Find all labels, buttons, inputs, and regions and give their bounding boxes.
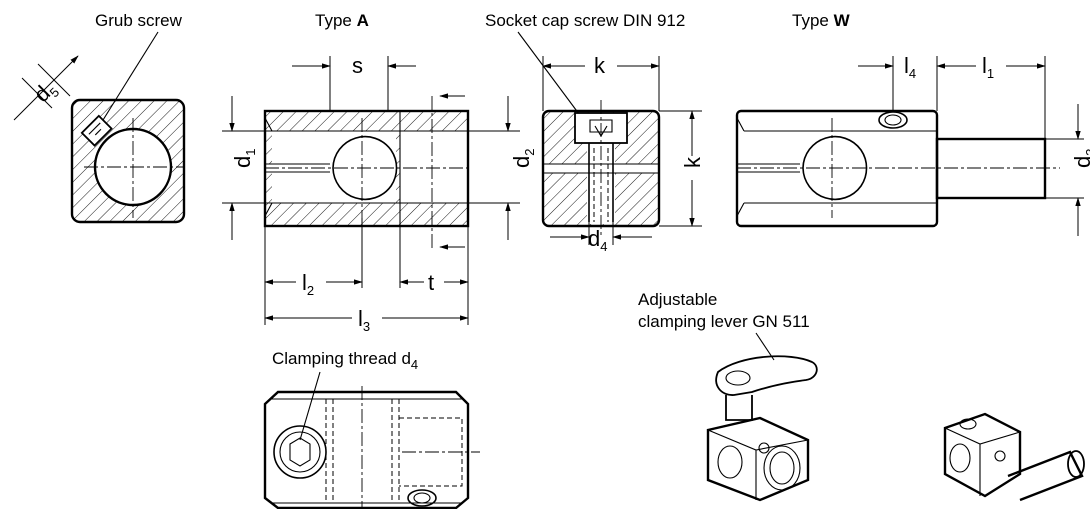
lever-leader xyxy=(755,332,775,361)
s-label: s xyxy=(352,53,363,78)
d5-dim-line xyxy=(13,55,79,121)
l4-label: l4 xyxy=(904,53,916,81)
clamping-thread-leader xyxy=(299,371,321,441)
type-a-label: Type A xyxy=(315,11,369,30)
l2-label: l2 xyxy=(302,270,314,298)
adjustable-label-line1: Adjustable xyxy=(638,290,717,309)
iso-sketch-type-w xyxy=(943,412,1085,502)
type-a-section-view xyxy=(263,96,470,248)
socket-cap-screw-label: Socket cap screw DIN 912 xyxy=(485,11,685,30)
k-top-label: k xyxy=(594,53,606,78)
iso-sketch-with-lever xyxy=(706,355,818,502)
socket-screw-section-view xyxy=(541,100,661,236)
grub-screw-shape xyxy=(80,114,113,147)
d1-label: d1 xyxy=(230,149,258,168)
d3-label: d3 xyxy=(1070,149,1090,168)
socket-cap-screw-leader xyxy=(517,31,586,123)
clamping-thread-label: Clamping thread d4 xyxy=(272,349,418,372)
d2-label: d2 xyxy=(509,149,537,168)
grub-screw-label: Grub screw xyxy=(95,11,183,30)
t-label: t xyxy=(428,270,434,295)
adjustable-label-line2: clamping lever GN 511 xyxy=(638,312,810,331)
d5-label: d5 xyxy=(29,75,63,109)
bottom-view xyxy=(263,386,480,509)
l1-label: l1 xyxy=(982,53,994,81)
l3-label: l3 xyxy=(358,306,370,334)
type-w-label: Type W xyxy=(792,11,851,30)
section-view-grub-screw xyxy=(70,98,186,224)
k-side-label: k xyxy=(680,156,705,168)
d4-label: d4 xyxy=(588,226,607,254)
d5-ext-1 xyxy=(21,77,53,109)
type-w-view xyxy=(735,109,1060,228)
